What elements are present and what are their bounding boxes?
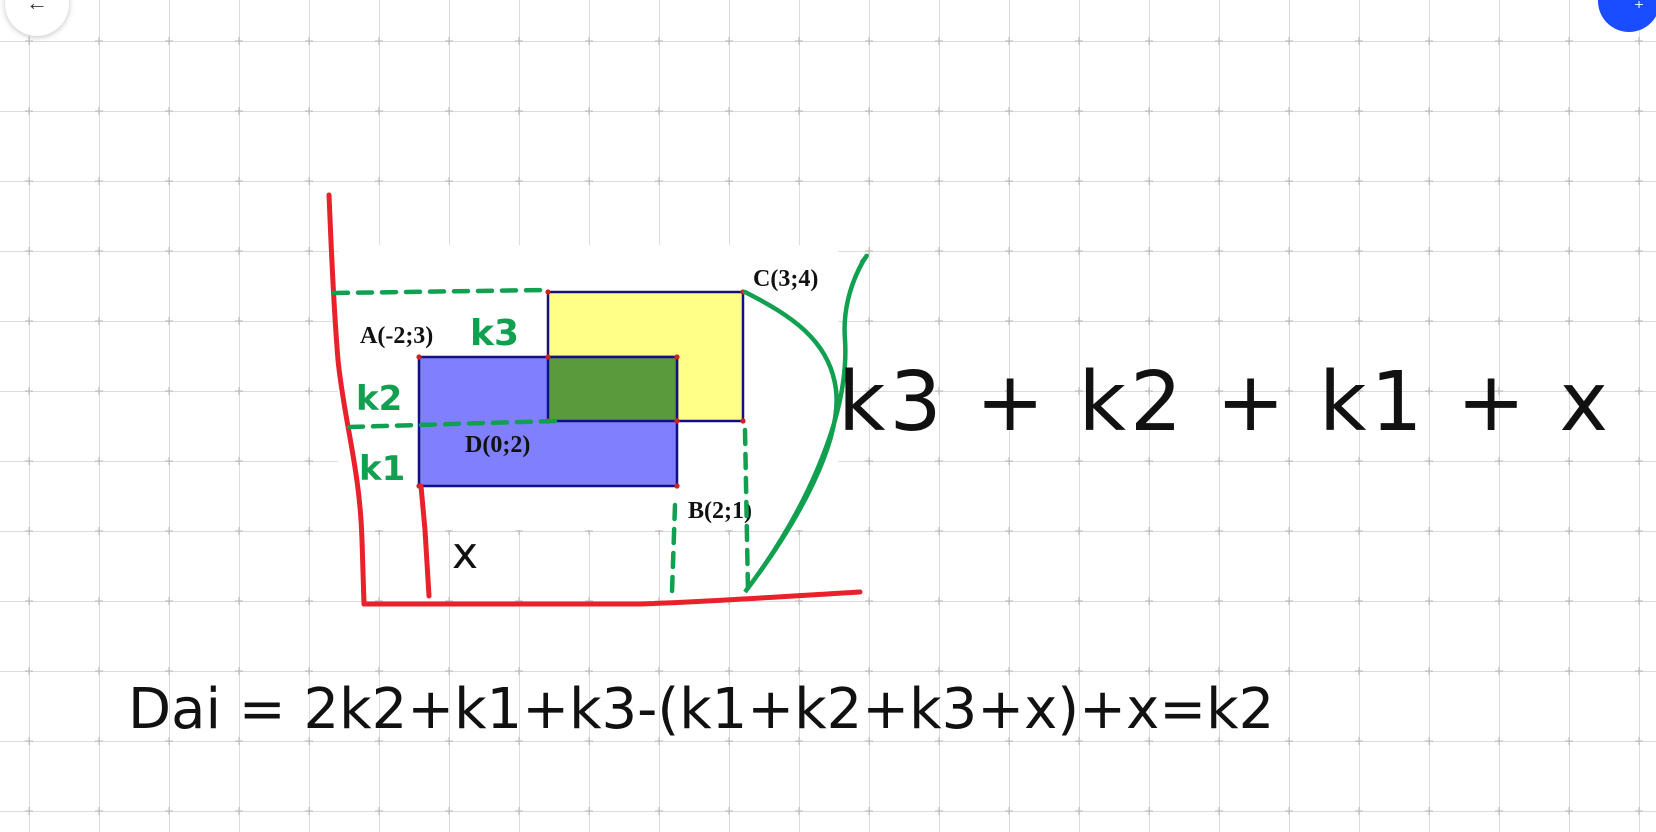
label-point-a: A(-2;3) xyxy=(360,323,433,349)
bottom-equation: Dai = 2k2+k1+k3-(k1+k2+k3+x)+x=k2 xyxy=(128,677,1274,742)
label-point-d: D(0;2) xyxy=(465,432,530,458)
region-label-x: x xyxy=(452,528,478,579)
point-b xyxy=(674,483,680,489)
green-curve xyxy=(742,253,869,594)
side-formula: k3 + k2 + k1 + x xyxy=(838,355,1612,450)
label-point-b: B(2;1) xyxy=(688,498,752,524)
point-a xyxy=(416,354,422,360)
arrow-left-icon: ← xyxy=(26,0,48,15)
region-label-k2: k2 xyxy=(356,379,402,419)
region-label-k3: k3 xyxy=(470,313,519,354)
red-boundary-strokes xyxy=(326,192,863,607)
region-label-group: k3 k2 k1 xyxy=(356,313,519,489)
overlap-rectangle xyxy=(546,355,679,423)
green-guide-lines xyxy=(331,287,751,595)
add-shape-icon: ⌒₊ xyxy=(1613,0,1645,13)
region-label-k1: k1 xyxy=(359,449,405,489)
label-point-c: C(3;4) xyxy=(753,266,818,292)
